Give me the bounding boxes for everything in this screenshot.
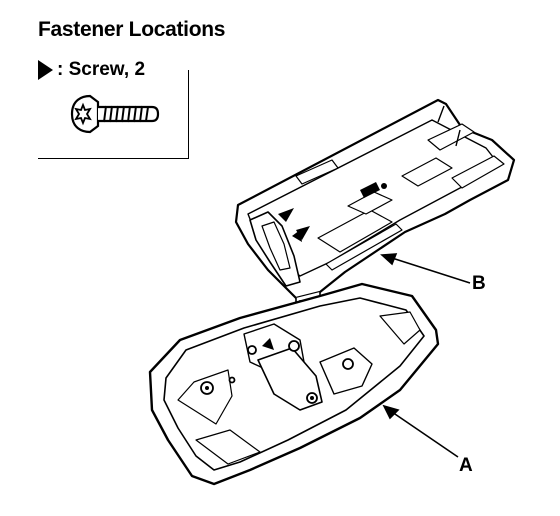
- leader-lines: [380, 253, 471, 458]
- torx-screw-icon: [70, 94, 160, 134]
- fastener-locations-title: Fastener Locations: [38, 18, 226, 41]
- screw-legend-label: : Screw, 2: [57, 59, 146, 80]
- callout-a: A: [459, 455, 473, 476]
- screw-legend: : Screw, 2: [38, 58, 145, 82]
- callout-b: B: [472, 273, 486, 294]
- screw-location-triangles: [278, 208, 310, 240]
- right-triangle-icon: [38, 60, 53, 80]
- legend-box: [38, 70, 189, 159]
- tray-part-a: [148, 282, 440, 486]
- bracket-part-b: [234, 98, 516, 313]
